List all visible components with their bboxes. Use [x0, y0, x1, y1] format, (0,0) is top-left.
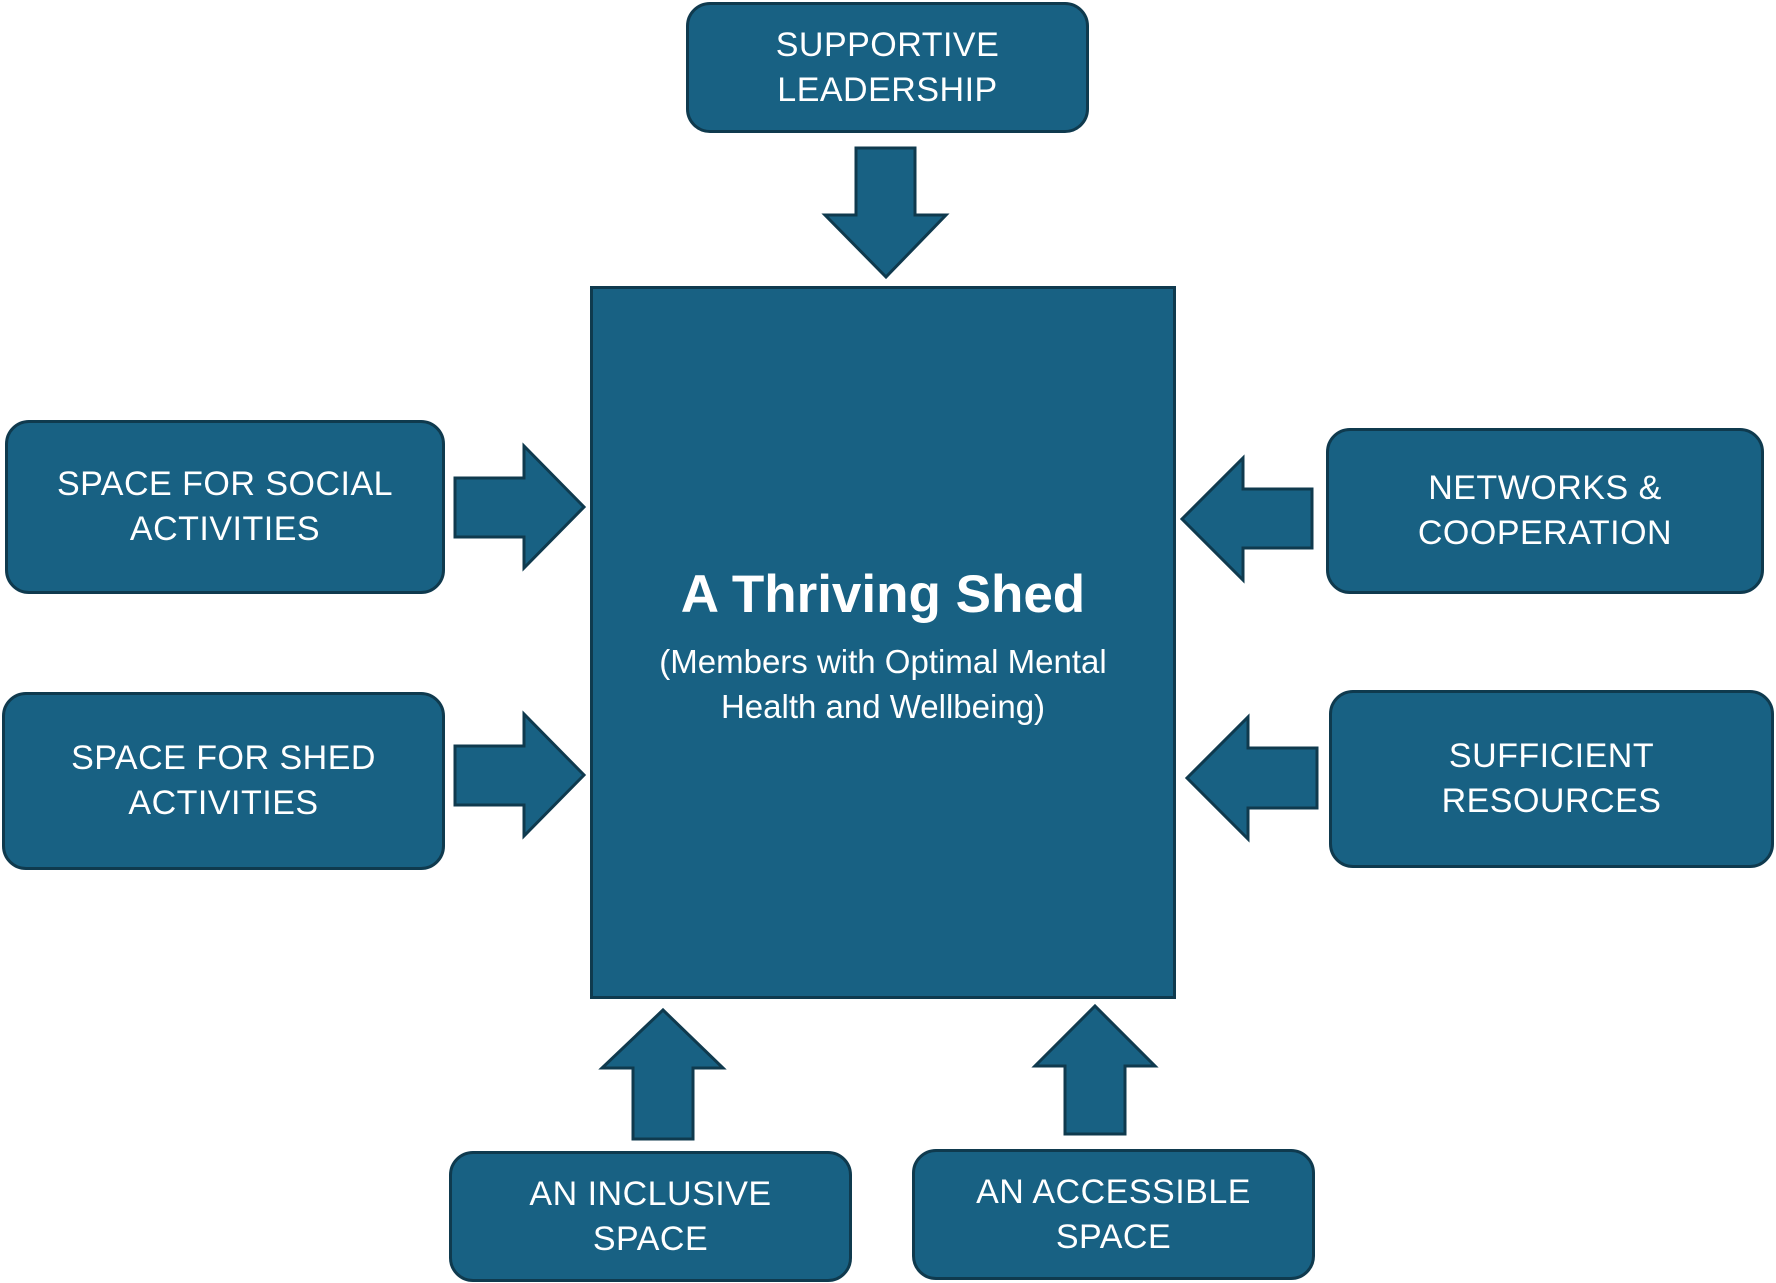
- center-title: A Thriving Shed: [680, 565, 1086, 624]
- arrow-left-from-networks: [1179, 454, 1314, 584]
- inclusive-line1: AN INCLUSIVE: [529, 1174, 772, 1213]
- shed-activities-line2: ACTIVITIES: [128, 784, 319, 822]
- center-subtitle: (Members with Optimal Mental Health and …: [593, 639, 1173, 729]
- arrow-right-from-social: [453, 442, 587, 572]
- networks-line1: NETWORKS &: [1428, 469, 1662, 507]
- arrow-down-from-leadership: [821, 146, 950, 280]
- social-activities-line1: SPACE FOR SOCIAL: [56, 465, 394, 503]
- supportive-leadership-line1: SUPPORTIVE: [775, 25, 1000, 64]
- center-subtitle-line1: (Members with Optimal Mental: [659, 643, 1107, 680]
- accessible-line2: SPACE: [1055, 1217, 1172, 1256]
- thriving-shed-center-box: A Thriving Shed (Members with Optimal Me…: [590, 286, 1176, 999]
- accessible-line1: AN ACCESSIBLE: [976, 1172, 1251, 1211]
- shed-activities-line1: SPACE FOR SHED: [71, 739, 376, 777]
- arrow-left-from-resources: [1184, 713, 1319, 843]
- supportive-leadership-line2: LEADERSHIP: [777, 70, 998, 109]
- social-activities-line2: ACTIVITIES: [129, 510, 321, 548]
- resources-line2: RESOURCES: [1441, 782, 1662, 820]
- networks-line2: COOPERATION: [1417, 514, 1673, 552]
- arrow-up-from-accessible: [1031, 1003, 1159, 1136]
- arrow-up-from-inclusive: [598, 1007, 727, 1141]
- networks-cooperation-box: NETWORKS & COOPERATION: [1326, 428, 1764, 594]
- arrow-right-from-shed: [453, 710, 587, 840]
- accessible-space-box: AN ACCESSIBLE SPACE: [912, 1149, 1315, 1280]
- shed-activities-box: SPACE FOR SHED ACTIVITIES: [2, 692, 445, 870]
- inclusive-line2: SPACE: [592, 1219, 709, 1258]
- social-activities-box: SPACE FOR SOCIAL ACTIVITIES: [5, 420, 445, 594]
- sufficient-resources-box: SUFFICIENT RESOURCES: [1329, 690, 1774, 868]
- center-subtitle-line2: Health and Wellbeing): [720, 688, 1046, 725]
- supportive-leadership-box: SUPPORTIVE LEADERSHIP: [686, 2, 1089, 133]
- resources-line1: SUFFICIENT: [1448, 737, 1655, 775]
- inclusive-space-box: AN INCLUSIVE SPACE: [449, 1151, 852, 1282]
